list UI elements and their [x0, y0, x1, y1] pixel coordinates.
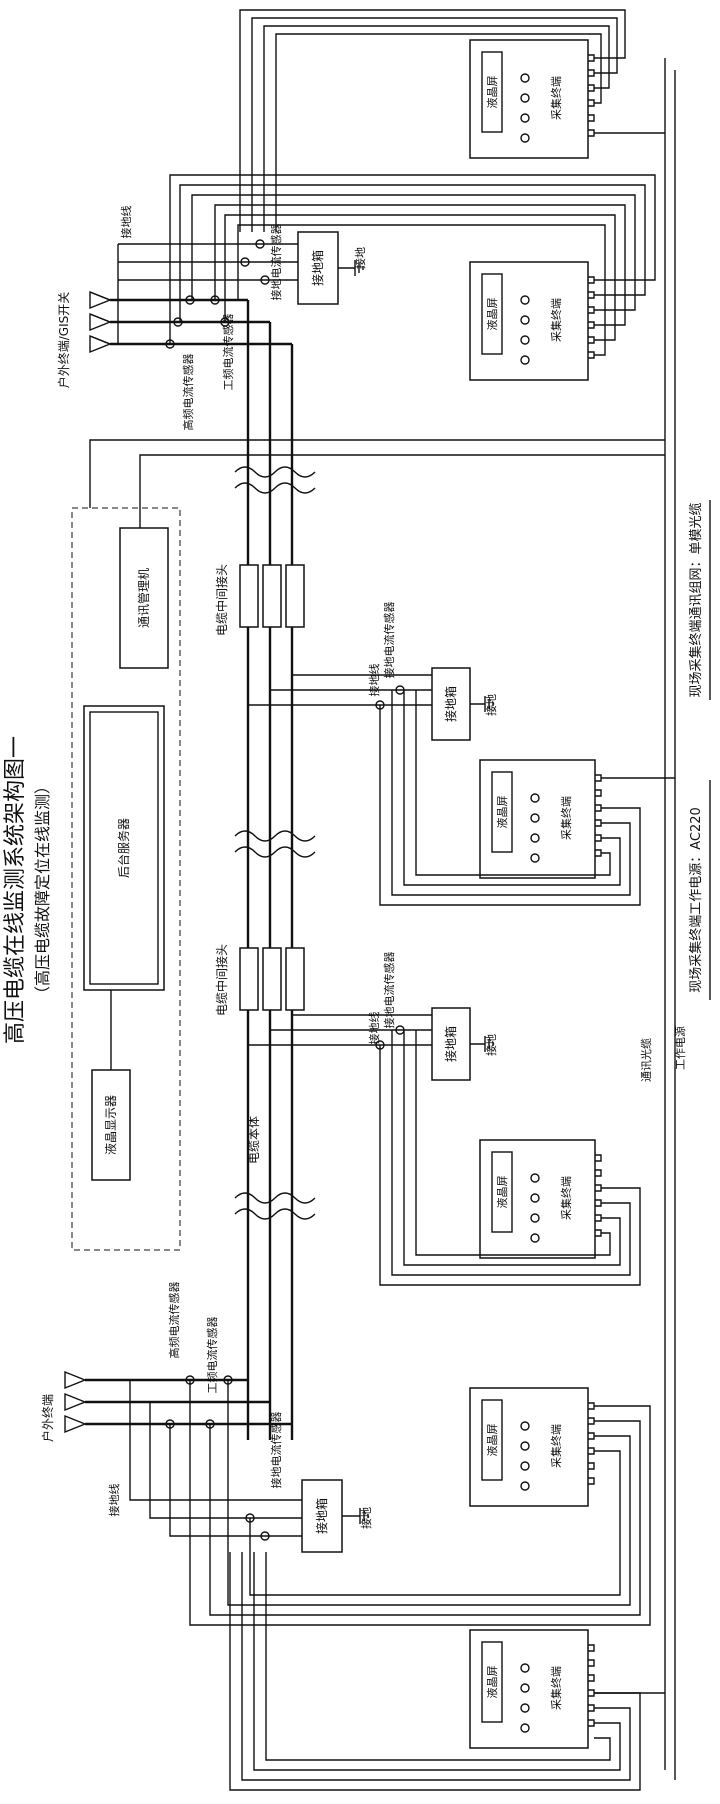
bottom-ground-current-sensor-label: 接地电流传感器	[269, 1412, 283, 1489]
terminal-2-name-label: 采集终端	[549, 298, 563, 342]
acquisition-terminal-3	[479, 759, 596, 879]
power-label: 工作电源	[673, 1026, 687, 1070]
joint-1-sensor-label: 接地电流传感器	[382, 602, 396, 679]
bottom-ground-box-label: 接地箱	[314, 1498, 329, 1534]
terminal-4-name-label: 采集终端	[559, 1176, 573, 1220]
bottom-terminal-arrows	[64, 1370, 87, 1434]
terminal-1-name-label: 采集终端	[549, 76, 563, 120]
acquisition-terminal-4	[479, 1139, 596, 1259]
diagram-subtitle: （高压电缆故障定位在线监测）	[33, 778, 52, 1002]
terminal-5-name-label: 采集终端	[549, 1424, 563, 1468]
terminal-connector-tabs	[588, 54, 602, 1727]
server-label: 后台服务器	[116, 818, 131, 878]
top-ground-wire-label: 接地线	[119, 206, 133, 239]
diagram-title: 高压电缆在线监测系统架构图一	[3, 736, 28, 1044]
terminal-3-name-label: 采集终端	[559, 796, 573, 840]
top-terminal-arrows	[89, 290, 112, 354]
cable-joint-2	[239, 947, 305, 1011]
terminal-6-name-label: 采集终端	[549, 1666, 563, 1710]
bottom-pf-sensor-label: 工频电流传感器	[205, 1317, 219, 1394]
joint-1-label: 电缆中间接头	[214, 564, 229, 636]
acquisition-terminal-2	[469, 261, 589, 381]
server-box	[83, 705, 165, 991]
top-ground-box-label: 接地箱	[310, 250, 325, 286]
signal-wiring	[169, 9, 676, 1791]
joint-1-ground-box-label: 接地箱	[443, 686, 458, 722]
cable-body-label: 电缆本体	[247, 1116, 261, 1164]
bottom-ground-label: 接地	[360, 1507, 373, 1529]
comm-fiber-label: 通讯光缆	[639, 1038, 653, 1082]
terminal-3-lcd-label: 液晶屏	[495, 796, 509, 829]
server-inner	[89, 711, 159, 985]
joint-2-sensor-label: 接地电流传感器	[382, 952, 396, 1029]
cable-break-marks	[234, 466, 316, 1220]
joint-1-ground-wire-label: 接地线	[367, 664, 381, 697]
top-ground-label: 接地	[354, 247, 367, 269]
acquisition-terminal-5	[469, 1387, 589, 1507]
terminal-2-lcd-label: 液晶屏	[485, 298, 499, 331]
cable-joint-1	[239, 564, 305, 628]
lcd-monitor-label: 液晶显示器	[103, 1095, 118, 1155]
backend-enclosure	[71, 507, 181, 1251]
bottom-hf-sensor-label: 高频电流传感器	[167, 1282, 181, 1359]
network-note: 现场采集终端通讯组网：单模光缆	[688, 502, 704, 697]
joint-2-ground-box	[431, 1007, 471, 1081]
joint-2-ground-box-label: 接地箱	[443, 1026, 458, 1062]
lcd-monitor-box	[91, 1069, 131, 1181]
terminal-1-lcd-label: 液晶屏	[485, 76, 499, 109]
comm-manager-box	[119, 527, 169, 669]
top-outdoor-gis-label: 户外终端/GIS开关	[56, 292, 71, 389]
terminal-4-lcd-label: 液晶屏	[495, 1176, 509, 1209]
main-cables	[85, 298, 294, 1440]
power-note: 现场采集终端工作电源：AC220	[688, 807, 704, 993]
acquisition-terminal-1	[469, 39, 589, 159]
terminal-5-lcd-label: 液晶屏	[485, 1424, 499, 1457]
bottom-ground-wire-label: 接地线	[107, 1484, 121, 1517]
top-ground-box	[297, 231, 339, 305]
joint-2-label: 电缆中间接头	[214, 944, 229, 1016]
acquisition-terminal-6	[469, 1629, 589, 1749]
terminal-6-lcd-label: 液晶屏	[485, 1666, 499, 1699]
comm-manager-label: 通讯管理机	[136, 568, 151, 628]
joint-1-ground-label: 接地	[485, 694, 498, 716]
joint-2-ground-label: 接地	[485, 1034, 498, 1056]
joint-2-ground-wire-label: 接地线	[367, 1012, 381, 1045]
top-pf-sensor-label: 工频电流传感器	[221, 314, 235, 391]
bottom-outdoor-terminal-label: 户外终端	[40, 1394, 55, 1442]
top-hf-sensor-label: 高频电流传感器	[181, 354, 195, 431]
